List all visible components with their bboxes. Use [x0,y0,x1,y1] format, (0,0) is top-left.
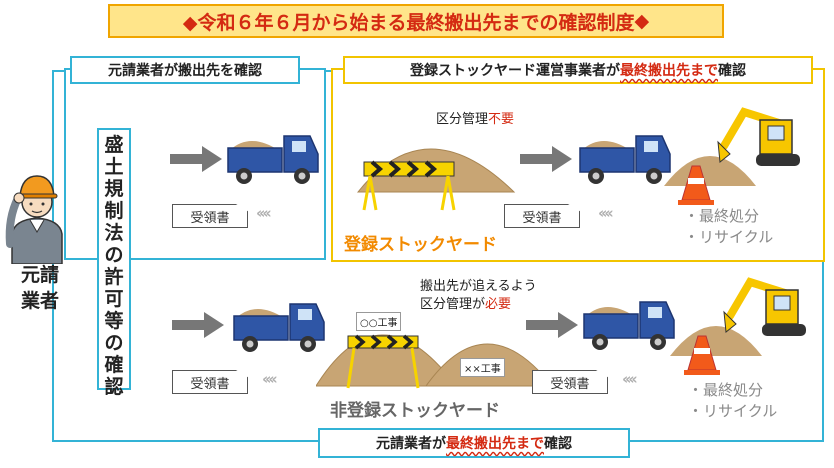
chevron-icon: ‹‹‹‹ [622,370,638,388]
soil-pile-icon [316,334,554,389]
truck-icon [583,301,675,350]
excavator-icon [670,277,806,375]
title-prefix: ◆令和６年６月から始まる [182,11,407,34]
soil-pile-icon [356,148,516,211]
truck-icon [227,135,319,184]
right-box-heading: 登録ストックヤード運営事業者が最終搬出先まで確認 [343,56,813,84]
contractor-label: 元請 業者 [20,264,59,312]
arrow-icon [172,312,224,338]
arrow-icon [520,146,572,172]
receipt-icon: 受領書 [172,370,248,394]
vertical-permit-label: 盛土規制法の許可等の確認 [97,128,131,398]
receipt-icon: 受領書 [504,204,580,228]
truck-icon [233,303,325,352]
disposal-list-lower: ・最終処分 ・リサイクル [688,381,778,420]
traffic-cone-icon [678,165,714,205]
excavator-icon [664,107,800,205]
chevron-icon: ‹‹‹‹ [598,204,614,222]
pile-note-upper: 区分管理不要 [436,112,515,127]
registered-yard-label: 登録ストックヤード [344,235,497,255]
barrier-icon [346,334,420,389]
pile-note-lower: 搬出先が追えるよう 区分管理が必要 [420,279,537,312]
receipt-icon: 受領書 [172,204,248,228]
chevron-icon: ‹‹‹‹ [262,370,278,388]
sign-b: ××工事 [460,358,505,377]
left-box-heading: 元請業者が搬出先を確認 [70,56,300,84]
sign-a: ○○工事 [356,312,402,331]
disposal-list-upper: ・最終処分 ・リサイクル [684,207,774,246]
worker-icon [5,175,63,264]
bottom-heading: 元請業者が最終搬出先まで確認 [318,428,630,458]
chevron-icon: ‹‹‹‹ [256,204,272,222]
title-emphasis: 最終搬出先までの確認制度 [406,11,635,34]
arrow-icon [170,146,222,172]
arrow-icon [526,312,578,338]
traffic-cone-icon [684,335,720,375]
non-registered-yard-label: 非登録ストックヤード [330,401,500,421]
title-suffix: ◆ [634,10,650,32]
page-title: ◆令和６年６月から始まる 最終搬出先までの確認制度 ◆ [108,4,724,38]
receipt-icon: 受領書 [532,370,608,394]
truck-icon [579,135,671,184]
barrier-icon [362,160,456,211]
